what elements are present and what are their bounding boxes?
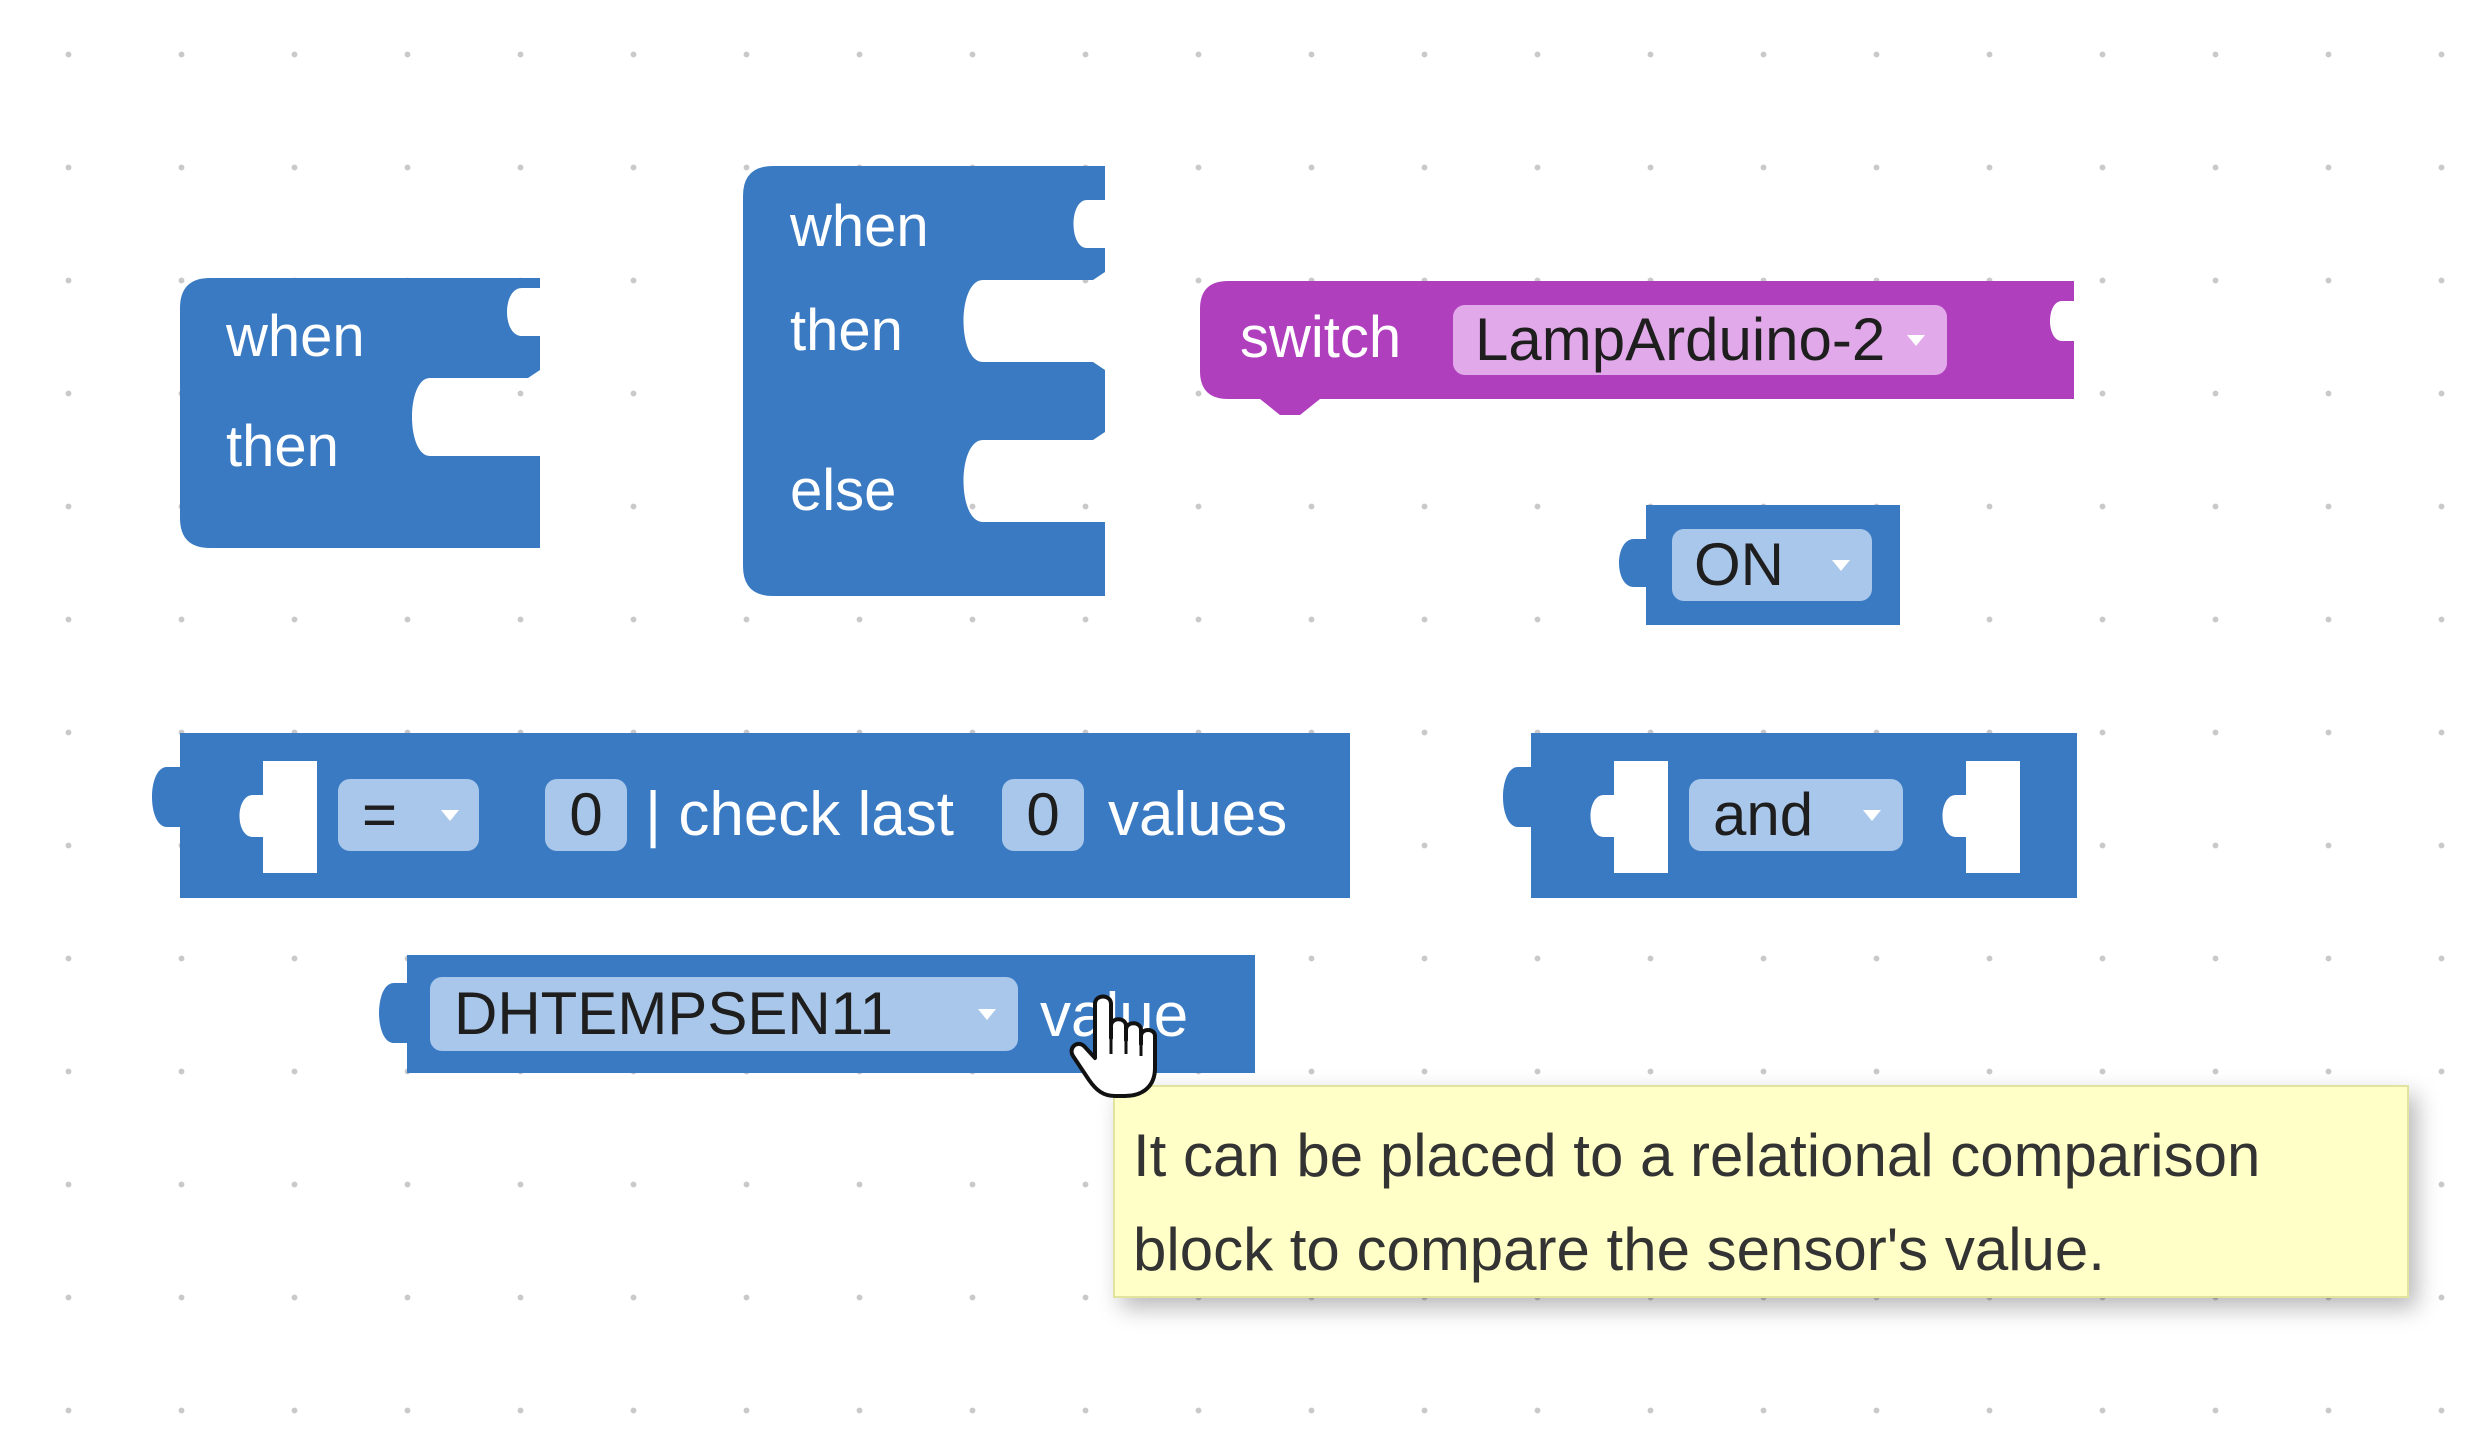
if-block-shape [180, 278, 540, 548]
tooltip-line-2: block to compare the sensor's value. [1133, 1216, 2105, 1283]
chevron-down-icon [978, 1008, 996, 1020]
threshold-input[interactable]: 0 [545, 779, 627, 851]
if-else-block-else-label: else [790, 458, 897, 523]
if-else-block-then-label: then [790, 298, 903, 363]
logic-left-input-slot [1590, 761, 1668, 873]
device-dropdown-value: LampArduino-2 [1475, 306, 1886, 373]
logic-op-block[interactable]: and [1496, 733, 2077, 898]
chevron-down-icon [1832, 559, 1850, 571]
compare-block[interactable]: = 0 | check last 0 values [145, 733, 1350, 898]
sensor-dropdown-value: DHTEMPSEN11 [454, 980, 893, 1047]
operator-dropdown-value: = [362, 781, 398, 848]
check-last-label: | check last [645, 780, 955, 849]
block-tooltip: It can be placed to a relational compari… [1113, 1085, 2409, 1298]
switch-block-label: switch [1240, 305, 1402, 370]
if-block-when-label: when [226, 304, 365, 369]
device-dropdown[interactable]: LampArduino-2 [1453, 305, 1948, 375]
switch-block[interactable]: switch LampArduino-2 [1200, 281, 2074, 421]
logic-right-input-slot [1942, 761, 2020, 873]
compare-left-input-slot [239, 761, 317, 873]
chevron-down-icon [441, 809, 459, 821]
operator-dropdown[interactable]: = [338, 779, 479, 851]
if-block-then-label: then [226, 414, 339, 479]
if-else-block-shape [743, 166, 1105, 596]
logic-operator-dropdown[interactable]: and [1689, 779, 1903, 851]
sensor-dropdown[interactable]: DHTEMPSEN11 [430, 977, 1018, 1051]
logic-operator-dropdown-value: and [1713, 781, 1814, 848]
chevron-down-icon [1907, 334, 1926, 346]
values-label: values [1108, 780, 1288, 849]
state-dropdown-value: ON [1694, 531, 1784, 598]
sensor-value-block[interactable]: DHTEMPSEN11 value [372, 955, 1255, 1073]
hand-pointer-icon [1065, 990, 1165, 1105]
if-else-block[interactable]: when then else [743, 166, 1105, 596]
compare-block-shape [152, 733, 1350, 898]
state-dropdown[interactable]: ON [1672, 529, 1872, 601]
state-block[interactable]: ON [1610, 505, 1900, 625]
if-block[interactable]: when then [180, 278, 540, 548]
chevron-down-icon [1863, 809, 1881, 821]
count-input[interactable]: 0 [1002, 779, 1084, 851]
tooltip-line-1: It can be placed to a relational compari… [1133, 1122, 2261, 1189]
if-else-block-when-label: when [790, 194, 929, 259]
